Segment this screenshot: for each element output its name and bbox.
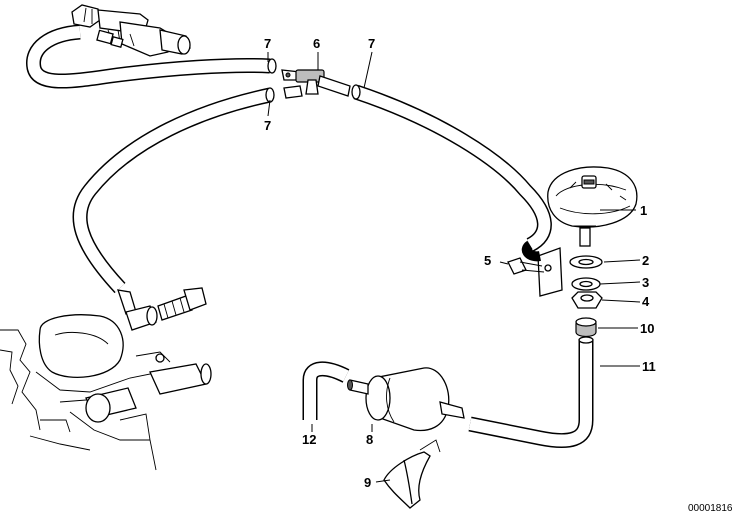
callout-7-middle: 7 bbox=[264, 118, 271, 133]
callout-9: 9 bbox=[364, 475, 371, 490]
callout-3: 3 bbox=[642, 275, 649, 290]
fuel-filter bbox=[347, 367, 465, 432]
reference-number: 00001816 bbox=[688, 503, 733, 514]
callout-5: 5 bbox=[484, 253, 491, 268]
nut-4 bbox=[571, 291, 603, 309]
callout-12: 12 bbox=[302, 432, 316, 447]
callout-7-top-right: 7 bbox=[368, 36, 375, 51]
callout-1: 1 bbox=[640, 203, 647, 218]
callout-6: 6 bbox=[313, 36, 320, 51]
t-piece bbox=[281, 69, 351, 99]
hose-right-to-valve bbox=[351, 84, 552, 252]
callout-11: 11 bbox=[642, 359, 656, 374]
hose-upper-left bbox=[26, 24, 277, 89]
check-valve-top bbox=[71, 4, 191, 57]
hose-lower-left bbox=[72, 87, 275, 294]
callouts: 7 6 7 7 1 2 3 4 5 10 11 12 8 9 bbox=[264, 36, 656, 490]
callout-10: 10 bbox=[640, 321, 654, 336]
washer-3 bbox=[571, 277, 601, 291]
hose-12 bbox=[302, 361, 350, 420]
callout-4: 4 bbox=[642, 294, 650, 309]
fuel-hose-11 bbox=[468, 336, 594, 448]
hose-fitting-left bbox=[117, 287, 207, 331]
callout-8: 8 bbox=[366, 432, 373, 447]
callout-2: 2 bbox=[642, 253, 649, 268]
washer-2 bbox=[569, 255, 603, 269]
hose-clamp-10 bbox=[575, 317, 597, 338]
engine-block bbox=[0, 314, 212, 471]
bolt-5 bbox=[507, 257, 545, 275]
callout-7-top-left: 7 bbox=[264, 36, 271, 51]
filter-clip bbox=[383, 439, 441, 509]
leader-lines bbox=[267, 51, 641, 483]
pressure-regulator bbox=[547, 166, 638, 247]
mounting-bracket bbox=[521, 240, 563, 297]
